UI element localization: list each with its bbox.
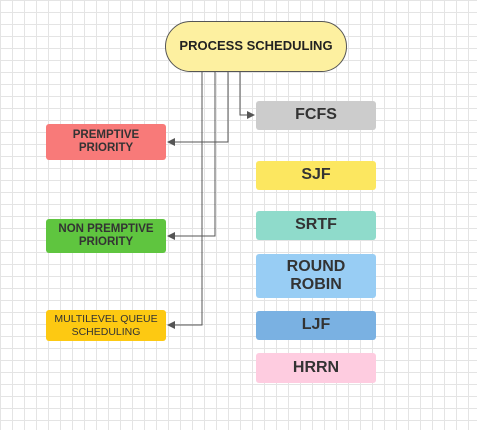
fcfs-label: FCFS bbox=[295, 106, 337, 124]
hrrn-node[interactable]: HRRN bbox=[256, 353, 376, 383]
non-premptive-priority-node[interactable]: NON PREMPTIVE PRIORITY bbox=[46, 219, 166, 253]
ljf-node[interactable]: LJF bbox=[256, 311, 376, 340]
multilevel-queue-scheduling-node[interactable]: MULTILEVEL QUEUE SCHEDULING bbox=[46, 310, 166, 341]
edge-to-fcfs bbox=[239, 72, 255, 119]
process-scheduling-label: PROCESS SCHEDULING bbox=[179, 38, 333, 54]
non-premptive-priority-label: NON PREMPTIVE PRIORITY bbox=[58, 222, 154, 248]
srtf-node[interactable]: SRTF bbox=[256, 211, 376, 240]
round-robin-node[interactable]: ROUND ROBIN bbox=[256, 254, 376, 298]
sjf-node[interactable]: SJF bbox=[256, 161, 376, 190]
multilevel-queue-scheduling-label: MULTILEVEL QUEUE SCHEDULING bbox=[54, 313, 158, 338]
edge-to-non-premptive-priority bbox=[167, 72, 216, 240]
premptive-priority-label: PREMPTIVE PRIORITY bbox=[72, 128, 140, 154]
edge-to-multilevel-queue-scheduling bbox=[167, 72, 203, 329]
edge-to-premptive-priority bbox=[167, 72, 229, 146]
hrrn-label: HRRN bbox=[292, 358, 340, 376]
process-scheduling-node[interactable]: PROCESS SCHEDULING bbox=[165, 21, 347, 72]
premptive-priority-node[interactable]: PREMPTIVE PRIORITY bbox=[46, 124, 166, 160]
srtf-label: SRTF bbox=[295, 216, 337, 234]
sjf-label: SJF bbox=[301, 166, 331, 184]
fcfs-node[interactable]: FCFS bbox=[256, 101, 376, 130]
round-robin-label: ROUND ROBIN bbox=[286, 257, 346, 293]
ljf-label: LJF bbox=[301, 316, 331, 334]
